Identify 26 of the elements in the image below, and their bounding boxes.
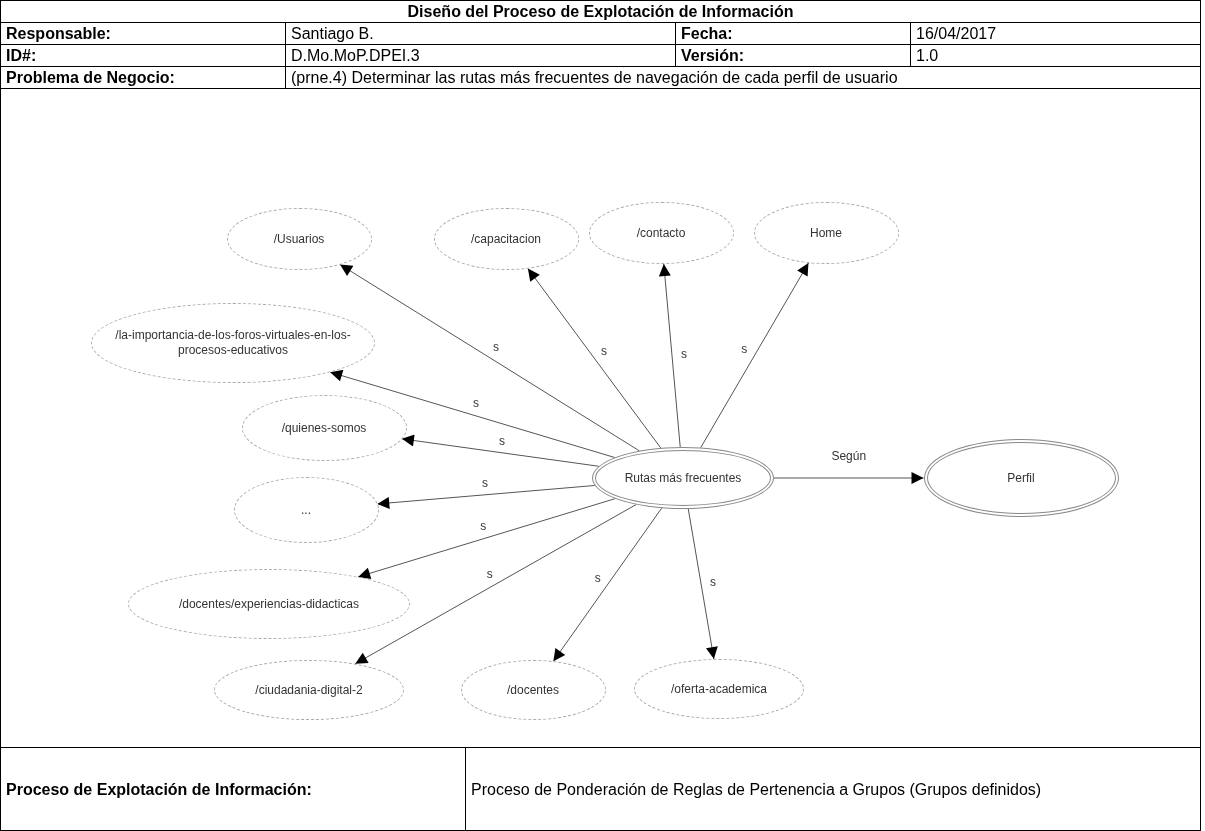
arrow <box>329 369 616 458</box>
node-label: Rutas más frecuentes <box>624 470 742 486</box>
node-label: /docentes/experiencias-didacticas <box>178 596 360 612</box>
arrow <box>773 472 924 484</box>
arrow <box>552 507 663 662</box>
arrow <box>527 268 662 449</box>
node-label: /oferta-academica <box>670 681 767 697</box>
node-label: /contacto <box>636 225 686 241</box>
edge-label: s <box>492 341 500 354</box>
node-label: Perfil <box>1007 470 1035 486</box>
node-label: Home <box>810 225 842 241</box>
field-label: Proceso de Explotación de Información: <box>0 747 466 831</box>
arrow <box>687 508 718 660</box>
edge-label: Según <box>830 449 868 463</box>
node-label: /capacitacion <box>470 231 541 247</box>
node-label: ... <box>301 502 311 518</box>
arrow <box>658 263 681 448</box>
node-label: /ciudadania-digital-2 <box>255 682 363 698</box>
arrow <box>700 262 809 449</box>
node-label: /docentes <box>506 682 559 698</box>
node-label: /Usuarios <box>273 231 325 247</box>
node-label: /quienes-somos <box>281 420 367 436</box>
node-label: /la-importancia-de-los-foros-virtuales-en-los-procesos-educativos <box>114 328 352 358</box>
field-value: Proceso de Ponderación de Reglas de Pertenencia a Grupos (Grupos definidos) <box>465 747 1201 831</box>
table-title: Diseño del Proceso de Explotación de Información <box>0 0 1201 23</box>
arrow <box>357 498 616 580</box>
